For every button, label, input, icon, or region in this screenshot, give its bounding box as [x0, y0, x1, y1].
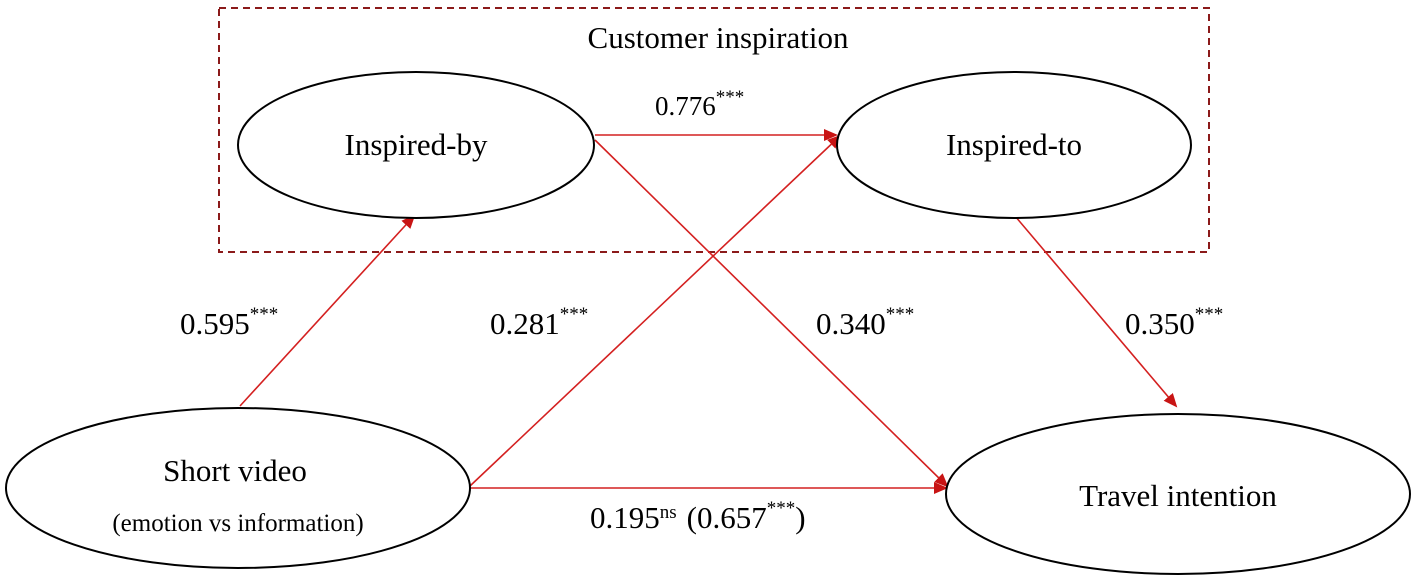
coef-short-video-to-inspired-by: 0.595*** [180, 304, 278, 341]
arrows [239, 129, 1178, 494]
node-short-video: Short video (emotion vs information) [5, 407, 471, 569]
customer-inspiration-box [218, 7, 1210, 253]
node-short-video-label: Short video [163, 453, 307, 488]
coef-short-video-to-inspired-to: 0.281*** [490, 304, 588, 341]
arrow-inspired-to-to-travel-intention [1014, 215, 1178, 408]
coef-sig: *** [1195, 304, 1224, 325]
arrow-inspired-by-to-travel-intention [594, 139, 949, 488]
node-travel-intention-label: Travel intention [1079, 478, 1277, 513]
coef-total-open: (0.657 [687, 500, 767, 535]
coef-sig: *** [716, 87, 745, 108]
coef-inspired-by-to-travel-intention: 0.340*** [816, 304, 914, 341]
coef-total-close: ) [795, 500, 805, 535]
group-title: Customer inspiration [588, 20, 849, 55]
coef-value: 0.340 [816, 306, 886, 341]
coef-value: 0.281 [490, 306, 560, 341]
node-inspired-to-label: Inspired-to [946, 127, 1082, 162]
coef-short-video-to-travel-intention: 0.195ns (0.657***) [590, 498, 806, 535]
coef-total-sig: *** [767, 498, 796, 519]
arrow-short-video-to-inspired-by [239, 214, 416, 407]
coef-value: 0.195 [590, 500, 660, 535]
coef-value: 0.595 [180, 306, 250, 341]
coef-sig: *** [250, 304, 279, 325]
node-short-video-sublabel: (emotion vs information) [112, 510, 363, 537]
node-travel-intention: Travel intention [945, 413, 1411, 575]
node-inspired-by: Inspired-by [237, 71, 595, 219]
arrow-short-video-to-inspired-to [469, 134, 842, 487]
coef-sig: *** [560, 304, 589, 325]
coef-sig: *** [886, 304, 915, 325]
coef-value: 0.350 [1125, 306, 1195, 341]
node-inspired-by-label: Inspired-by [345, 127, 488, 162]
coef-value: 0.776 [655, 91, 716, 121]
coef-inspired-by-to-inspired-to: 0.776*** [655, 87, 744, 121]
node-inspired-to: Inspired-to [836, 71, 1192, 219]
coef-inspired-to-to-travel-intention: 0.350*** [1125, 304, 1223, 341]
coef-sig: ns [660, 502, 677, 523]
